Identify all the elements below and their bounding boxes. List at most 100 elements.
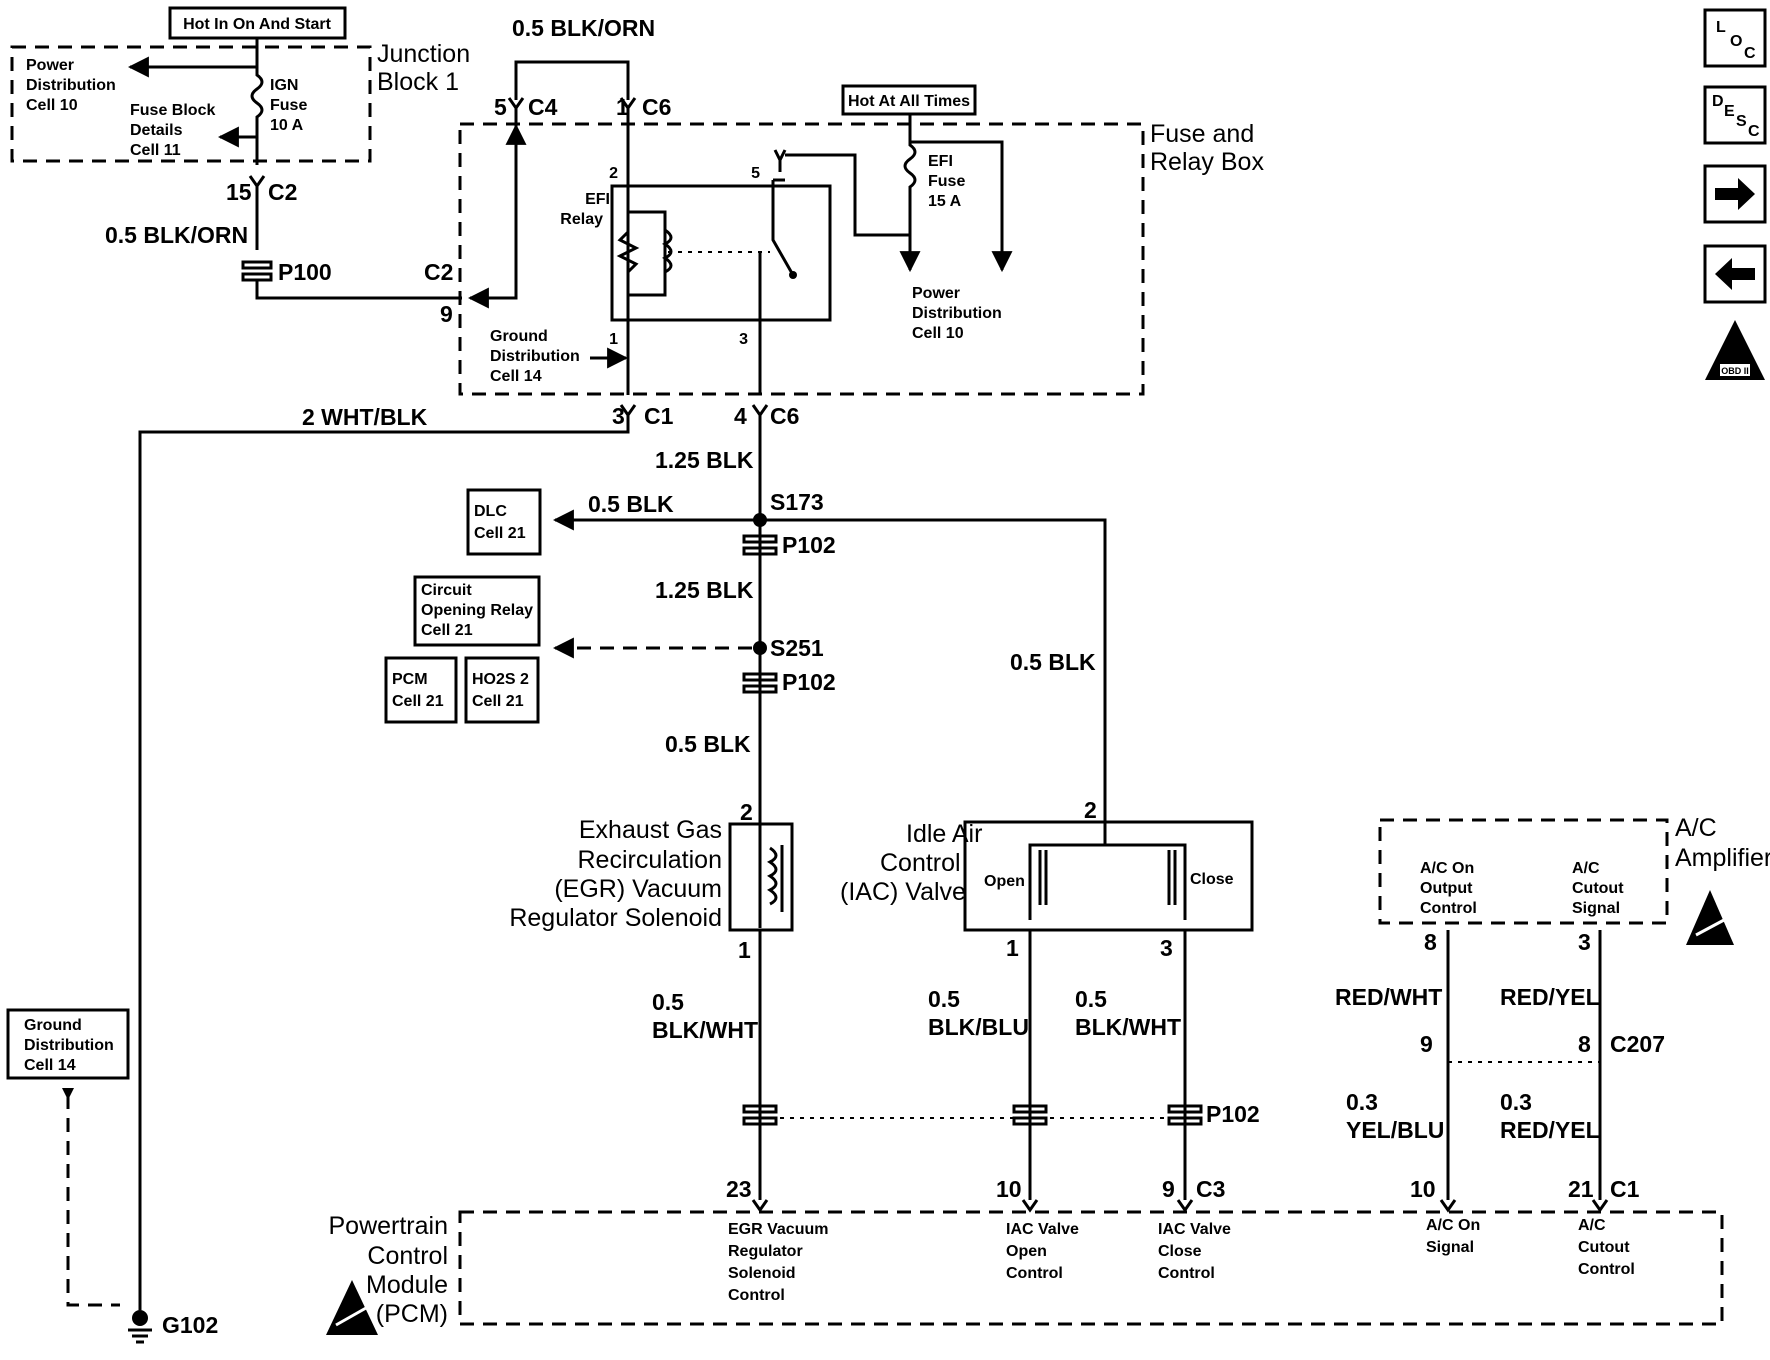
pcm-ref-2: Cell 21 bbox=[392, 693, 444, 710]
iac-pin-2: 2 bbox=[1084, 797, 1097, 823]
efi-relay-label-2: Relay bbox=[560, 211, 603, 228]
ho2s-ref-2: Cell 21 bbox=[472, 693, 524, 710]
loc-button[interactable]: L O C bbox=[1703, 8, 1767, 68]
egr-title-2: Recirculation bbox=[577, 846, 722, 874]
hot-ign-label: Hot In On And Start bbox=[183, 16, 332, 33]
frb-title-1: Fuse and bbox=[1150, 120, 1254, 148]
iac-open-label: Open bbox=[984, 873, 1025, 890]
s173-label: S173 bbox=[770, 489, 824, 515]
p102-c-label: P102 bbox=[1206, 1101, 1260, 1127]
pcm-iac-close-2: Close bbox=[1158, 1243, 1202, 1260]
pcm-pin-23: 23 bbox=[726, 1176, 752, 1202]
loc-o: O bbox=[1730, 33, 1742, 50]
pcm-pin-21: 21 bbox=[1568, 1176, 1594, 1202]
pcm-iac-open-3: Control bbox=[1006, 1265, 1063, 1282]
efi-fuse-label-1: EFI bbox=[928, 153, 953, 170]
egr-title-3: (EGR) Vacuum bbox=[554, 875, 722, 903]
c1-pin: 3 bbox=[612, 403, 625, 429]
pcm-accut-2: Cutout bbox=[1578, 1239, 1630, 1256]
ac-cut-3: Signal bbox=[1572, 900, 1620, 917]
pcm-iac-open-2: Open bbox=[1006, 1243, 1047, 1260]
ac-pin-3: 3 bbox=[1578, 929, 1591, 955]
frb-power-dist-3: Cell 10 bbox=[912, 325, 964, 342]
jb-c2-pin: 15 bbox=[226, 179, 252, 205]
jb-power-dist-3: Cell 10 bbox=[26, 97, 78, 114]
frb-c2: C2 bbox=[424, 259, 453, 285]
iac-title-1: Idle Air bbox=[906, 820, 982, 848]
pcm-iac-close-3: Control bbox=[1158, 1265, 1215, 1282]
s251-splice bbox=[753, 641, 767, 655]
prev-button[interactable] bbox=[1703, 244, 1767, 304]
desc-button[interactable]: D E S C bbox=[1703, 85, 1767, 145]
red-yel2-2: RED/YEL bbox=[1500, 1117, 1600, 1143]
dlc-ref-box bbox=[466, 488, 542, 556]
frb-ground-3: Cell 14 bbox=[490, 368, 542, 385]
esd-warning-icon bbox=[1686, 890, 1734, 945]
arrow-right-icon bbox=[1715, 178, 1755, 210]
ac-pin-8: 8 bbox=[1424, 929, 1437, 955]
relay-pin-3: 3 bbox=[739, 331, 748, 348]
pcm-title-1: Powertrain bbox=[329, 1212, 449, 1240]
pcm-egr-4: Control bbox=[728, 1287, 785, 1304]
pcm-egr-3: Solenoid bbox=[728, 1265, 796, 1282]
desc-d: D bbox=[1712, 93, 1724, 110]
cor-ref-1: Circuit bbox=[421, 582, 472, 599]
relay-pin-1: 1 bbox=[609, 331, 618, 348]
pcm-title-4: (PCM) bbox=[376, 1300, 448, 1328]
gd-ref-2: Distribution bbox=[24, 1037, 114, 1054]
p100-connector bbox=[241, 260, 273, 282]
frb-ground-2: Distribution bbox=[490, 348, 580, 365]
iac-title-3: (IAC) Valve bbox=[840, 878, 966, 906]
egr-wire-1: 0.5 bbox=[652, 989, 684, 1015]
arrow-left-icon bbox=[1715, 258, 1755, 290]
pcm-accut-3: Control bbox=[1578, 1261, 1635, 1278]
dlc-ref-2: Cell 21 bbox=[474, 525, 526, 542]
frb-power-dist-2: Distribution bbox=[912, 305, 1002, 322]
ign-fuse-label-2: Fuse bbox=[270, 97, 307, 114]
pcm-acon-1: A/C On bbox=[1426, 1217, 1480, 1234]
yel-blu-1: 0.3 bbox=[1346, 1089, 1378, 1115]
frb-ground-1: Ground bbox=[490, 328, 548, 345]
jb-fuse-block-3: Cell 11 bbox=[130, 142, 181, 159]
g102-ground-icon bbox=[128, 1310, 152, 1344]
iac-open-wire-2: BLK/BLU bbox=[928, 1014, 1029, 1040]
frb-title-2: Relay Box bbox=[1150, 148, 1264, 176]
junction-block-title-1: Junction bbox=[377, 40, 470, 68]
nav-buttons: L O C D E S C OBD II bbox=[1703, 8, 1767, 380]
iac-pin-1: 1 bbox=[1006, 935, 1019, 961]
pcm-module: Powertrain Control Module (PCM) 23 10 9 … bbox=[326, 1176, 1724, 1335]
pcm-accut-1: A/C bbox=[1578, 1217, 1606, 1234]
jb-c2: C2 bbox=[268, 179, 297, 205]
pcm-iac-close-1: IAC Valve bbox=[1158, 1221, 1231, 1238]
next-button[interactable] bbox=[1703, 164, 1767, 224]
w05blk-b-label: 0.5 BLK bbox=[665, 731, 751, 757]
egr-title-1: Exhaust Gas bbox=[579, 816, 722, 844]
dlc-ref-1: DLC bbox=[474, 503, 507, 520]
efi-relay bbox=[610, 184, 832, 322]
ac-out-1: A/C On bbox=[1420, 860, 1474, 877]
egr-title-4: Regulator Solenoid bbox=[509, 904, 722, 932]
pcm-ref-1: PCM bbox=[392, 671, 428, 688]
top-wire-label: 0.5 BLK/ORN bbox=[512, 15, 655, 41]
w05blk-c-label: 0.5 BLK bbox=[1010, 649, 1096, 675]
w125-b-label: 1.25 BLK bbox=[655, 577, 754, 603]
main-wiring: 2 WHT/BLK 1.25 BLK S173 0.5 BLK P102 1.2… bbox=[138, 404, 1107, 1310]
efi-fuse-label-3: 15 A bbox=[928, 193, 962, 210]
pcm-esd-warning-icon bbox=[326, 1280, 378, 1335]
c4-label: C4 bbox=[528, 94, 558, 120]
hot-all-times-label: Hot At All Times bbox=[848, 93, 970, 110]
iac-valve: Idle Air Control (IAC) Valve Open Close … bbox=[840, 797, 1254, 1200]
desc-c: C bbox=[1748, 123, 1760, 140]
fuse-relay-box: Fuse and Relay Box 0.5 BLK/ORN 5 C4 1 C6… bbox=[424, 15, 1264, 429]
p102-a-label: P102 bbox=[782, 532, 836, 558]
relay-pin-5: 5 bbox=[751, 165, 760, 182]
egr-pin-1: 1 bbox=[738, 937, 751, 963]
jb-fuse-block-1: Fuse Block bbox=[130, 102, 215, 119]
red-yel2-1: 0.3 bbox=[1500, 1089, 1532, 1115]
obd-ii-icon[interactable]: OBD II bbox=[1705, 320, 1765, 380]
ac-amplifier: A/C Amplifier A/C On Output Control A/C … bbox=[1335, 814, 1770, 1200]
c207-pin-8: 8 bbox=[1578, 1031, 1591, 1057]
ac-out-2: Output bbox=[1420, 880, 1473, 897]
red-yel-label: RED/YEL bbox=[1500, 984, 1600, 1010]
